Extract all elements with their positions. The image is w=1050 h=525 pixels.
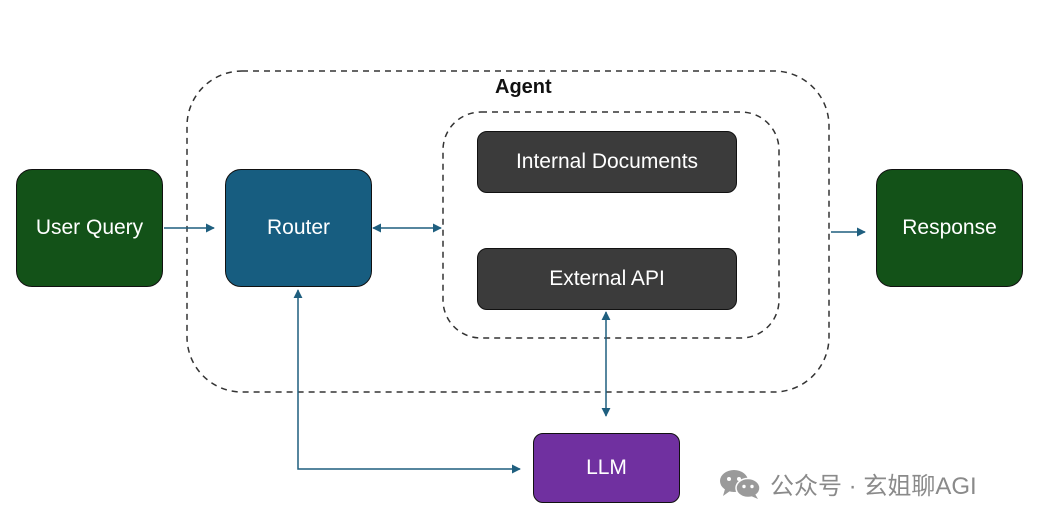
user-query-label: User Query	[35, 216, 144, 239]
llm-label: LLM	[586, 456, 627, 479]
watermark-text: 公众号 · 玄姐聊AGI	[770, 473, 977, 500]
wechat-icon	[720, 469, 761, 499]
internal-documents-label: Internal Documents	[515, 150, 699, 173]
llm-node: LLM	[533, 433, 680, 503]
external-api-node: External API	[477, 248, 737, 310]
watermark: 公众号 · 玄姐聊AGI	[718, 466, 977, 501]
router-label: Router	[266, 216, 331, 239]
agent-title: Agent	[495, 76, 552, 98]
user-query-node: User Query	[16, 169, 163, 287]
internal-documents-node: Internal Documents	[477, 131, 737, 193]
arrow-router-llm	[293, 289, 521, 474]
response-node: Response	[876, 169, 1023, 287]
router-node: Router	[225, 169, 372, 287]
external-api-label: External API	[549, 267, 665, 290]
response-label: Response	[902, 216, 997, 239]
